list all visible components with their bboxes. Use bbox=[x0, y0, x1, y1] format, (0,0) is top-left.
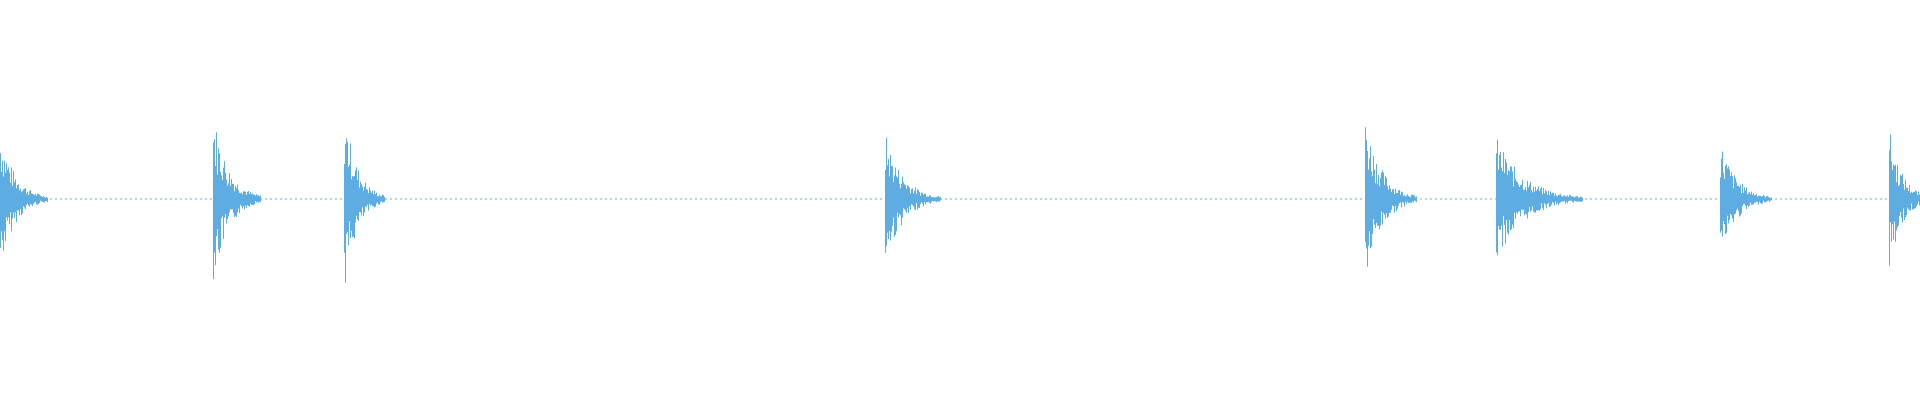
transient-6 bbox=[1496, 139, 1583, 256]
transient-7 bbox=[1720, 151, 1772, 237]
transient-8 bbox=[1889, 134, 1920, 266]
transient-1 bbox=[0, 153, 48, 251]
transient-4 bbox=[885, 137, 941, 253]
transient-2 bbox=[213, 132, 261, 280]
transient-5 bbox=[1365, 127, 1417, 267]
transient-3 bbox=[344, 138, 385, 283]
waveform-samples bbox=[0, 127, 1920, 283]
